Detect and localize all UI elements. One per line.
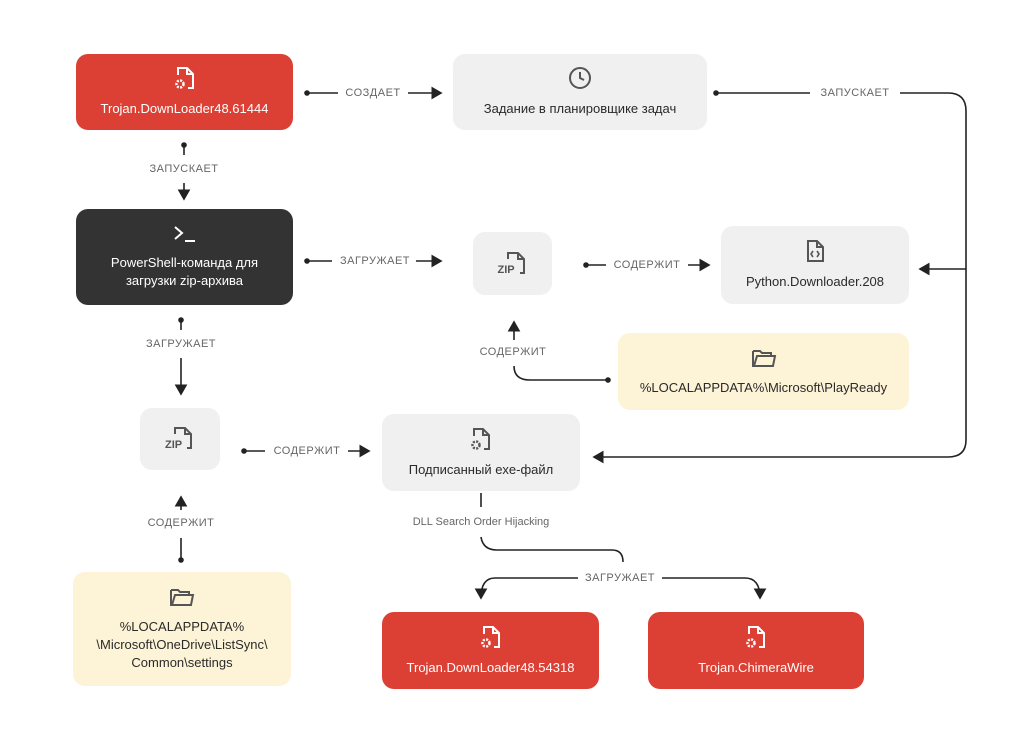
edge-loads-right xyxy=(662,577,767,600)
edge-label-downloads-zip2: ЗАГРУЖАЕТ xyxy=(139,338,223,350)
edge-label-onedrive-contains: СОДЕРЖИТ xyxy=(141,517,221,529)
edge-label-downloads-zip: ЗАГРУЖАЕТ xyxy=(333,255,417,267)
terminal-icon xyxy=(173,226,195,242)
node-trojan-downloader-54318: Trojan.DownLoader48.54318 xyxy=(382,612,599,689)
folder-icon xyxy=(751,349,776,367)
edge-label-playready-contains: СОДЕРЖИТ xyxy=(473,346,553,358)
node-signed-exe: Подписанный exe-файл xyxy=(382,414,580,491)
node-label: Задание в планировщике задач xyxy=(483,101,677,116)
file-gear-icon xyxy=(174,67,194,89)
node-powershell-command: PowerShell-команда для загрузки zip-архи… xyxy=(76,209,293,305)
node-label-line2: загрузки zip-архива xyxy=(125,273,244,288)
edge-label-loads: ЗАГРУЖАЕТ xyxy=(578,572,662,584)
node-label-line2: \Microsoft\OneDrive\ListSync\ xyxy=(96,637,268,652)
folder-icon xyxy=(170,589,195,606)
edge-label-contains-python: СОДЕРЖИТ xyxy=(607,259,687,271)
node-label: Trojan.ChimeraWire xyxy=(698,659,814,675)
file-gear-icon xyxy=(746,625,765,648)
edge-label-dll-hijacking: DLL Search Order Hijacking xyxy=(406,516,556,528)
zip-file-icon: ZIP xyxy=(165,426,195,452)
edge-loads-left xyxy=(474,577,578,600)
node-label-line1: %LOCALAPPDATA% xyxy=(119,619,245,634)
node-trojan-downloader-61444: Trojan.DownLoader48.61444 xyxy=(76,54,293,130)
edge-label-creates: СОЗДАЕТ xyxy=(339,87,407,99)
clock-icon xyxy=(569,67,591,89)
zip-file-icon: ZIP xyxy=(498,251,528,277)
node-label: Trojan.DownLoader48.54318 xyxy=(406,659,575,675)
node-label: %LOCALAPPDATA%\Microsoft\PlayReady xyxy=(639,379,888,395)
node-scheduled-task: Задание в планировщике задач xyxy=(453,54,707,130)
edge-launches-task xyxy=(594,92,967,457)
edge-label-launches-ps: ЗАПУСКАЕТ xyxy=(143,163,225,175)
edge-playready-contains xyxy=(514,322,608,381)
node-label-line1: PowerShell-команда для xyxy=(110,255,259,270)
node-folder-playready: %LOCALAPPDATA%\Microsoft\PlayReady xyxy=(618,333,909,410)
edge-label-launches-task: ЗАПУСКАЕТ xyxy=(814,87,896,99)
node-zip-archive-top: ZIP xyxy=(473,232,552,295)
code-file-icon xyxy=(807,240,824,262)
node-trojan-chimerawire: Trojan.ChimeraWire xyxy=(648,612,864,689)
node-label: Python.Downloader.208 xyxy=(745,274,885,289)
file-gear-icon xyxy=(471,427,490,450)
file-gear-icon xyxy=(480,625,500,648)
edge-dll xyxy=(480,493,624,563)
node-label: Подписанный exe-файл xyxy=(408,461,554,477)
node-zip-archive-bottom: ZIP xyxy=(140,408,220,470)
node-label: Trojan.DownLoader48.61444 xyxy=(100,101,269,116)
node-label-line3: Common\settings xyxy=(131,655,233,670)
edge-label-zip2-contains: СОДЕРЖИТ xyxy=(267,445,347,457)
node-folder-onedrive: %LOCALAPPDATA% \Microsoft\OneDrive\ListS… xyxy=(73,572,291,686)
node-python-downloader: Python.Downloader.208 xyxy=(721,226,909,304)
